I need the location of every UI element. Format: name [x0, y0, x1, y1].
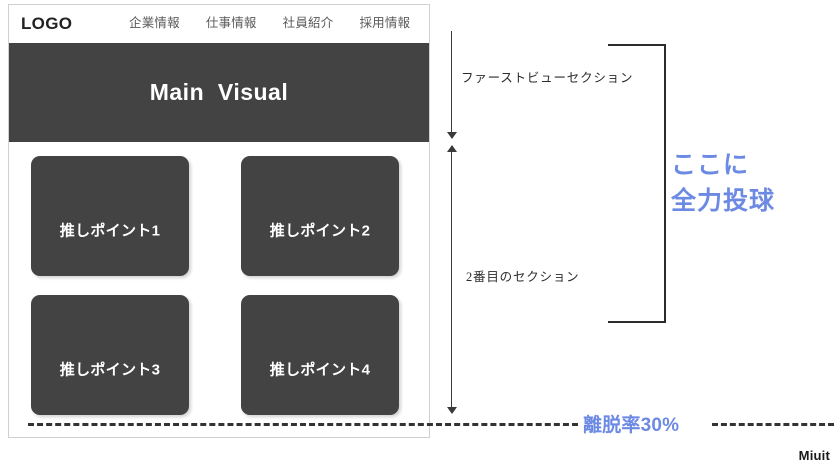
nav-item-employee-intro[interactable]: 社員紹介	[282, 16, 334, 30]
first-view-section-caption: ファーストビューセクション	[461, 71, 634, 85]
bounce-rate-label: 離脱率30%	[583, 415, 680, 436]
arrow-head-up-icon	[447, 145, 457, 152]
site-navigation: 企業情報 仕事情報 社員紹介 採用情報	[129, 17, 410, 30]
focus-bracket	[608, 44, 666, 323]
watermark: Miuit	[798, 448, 830, 463]
arrow-shaft	[451, 31, 453, 138]
point-card-4[interactable]: 推しポイント4	[241, 295, 399, 415]
second-section-measure-arrow	[445, 145, 459, 414]
point-card-4-label: 推しポイント4	[269, 361, 371, 379]
focus-callout-line-2: 全力投球	[671, 186, 776, 215]
point-card-1[interactable]: 推しポイント1	[31, 156, 189, 276]
bounce-rate-dashed-line-left	[28, 423, 578, 426]
nav-item-recruit-info[interactable]: 採用情報	[359, 16, 411, 30]
point-card-1-label: 推しポイント1	[59, 222, 161, 240]
nav-item-job-info[interactable]: 仕事情報	[205, 16, 257, 30]
site-logo[interactable]: LOGO	[21, 14, 73, 33]
site-header: LOGO 企業情報 仕事情報 社員紹介 採用情報	[9, 5, 429, 42]
main-visual-label: Main Visual	[149, 79, 289, 105]
arrow-head-down-icon	[447, 132, 457, 139]
bounce-rate-dashed-line-right	[712, 423, 834, 426]
point-card-2-label: 推しポイント2	[269, 222, 371, 240]
arrow-head-down-icon	[447, 407, 457, 414]
first-view-measure-arrow	[445, 31, 459, 139]
arrow-shaft	[451, 146, 453, 413]
point-card-2[interactable]: 推しポイント2	[241, 156, 399, 276]
focus-callout: ここに 全力投球	[671, 148, 775, 219]
focus-callout-line-1: ここに	[671, 151, 750, 179]
site-mockup-frame: LOGO 企業情報 仕事情報 社員紹介 採用情報 Main Visual 推しポ…	[8, 4, 430, 438]
main-visual-block: Main Visual	[9, 43, 429, 142]
point-card-3-label: 推しポイント3	[59, 361, 161, 379]
nav-item-company-info[interactable]: 企業情報	[129, 16, 180, 30]
point-card-3[interactable]: 推しポイント3	[31, 295, 189, 415]
second-section-caption: 2番目のセクション	[466, 270, 580, 284]
